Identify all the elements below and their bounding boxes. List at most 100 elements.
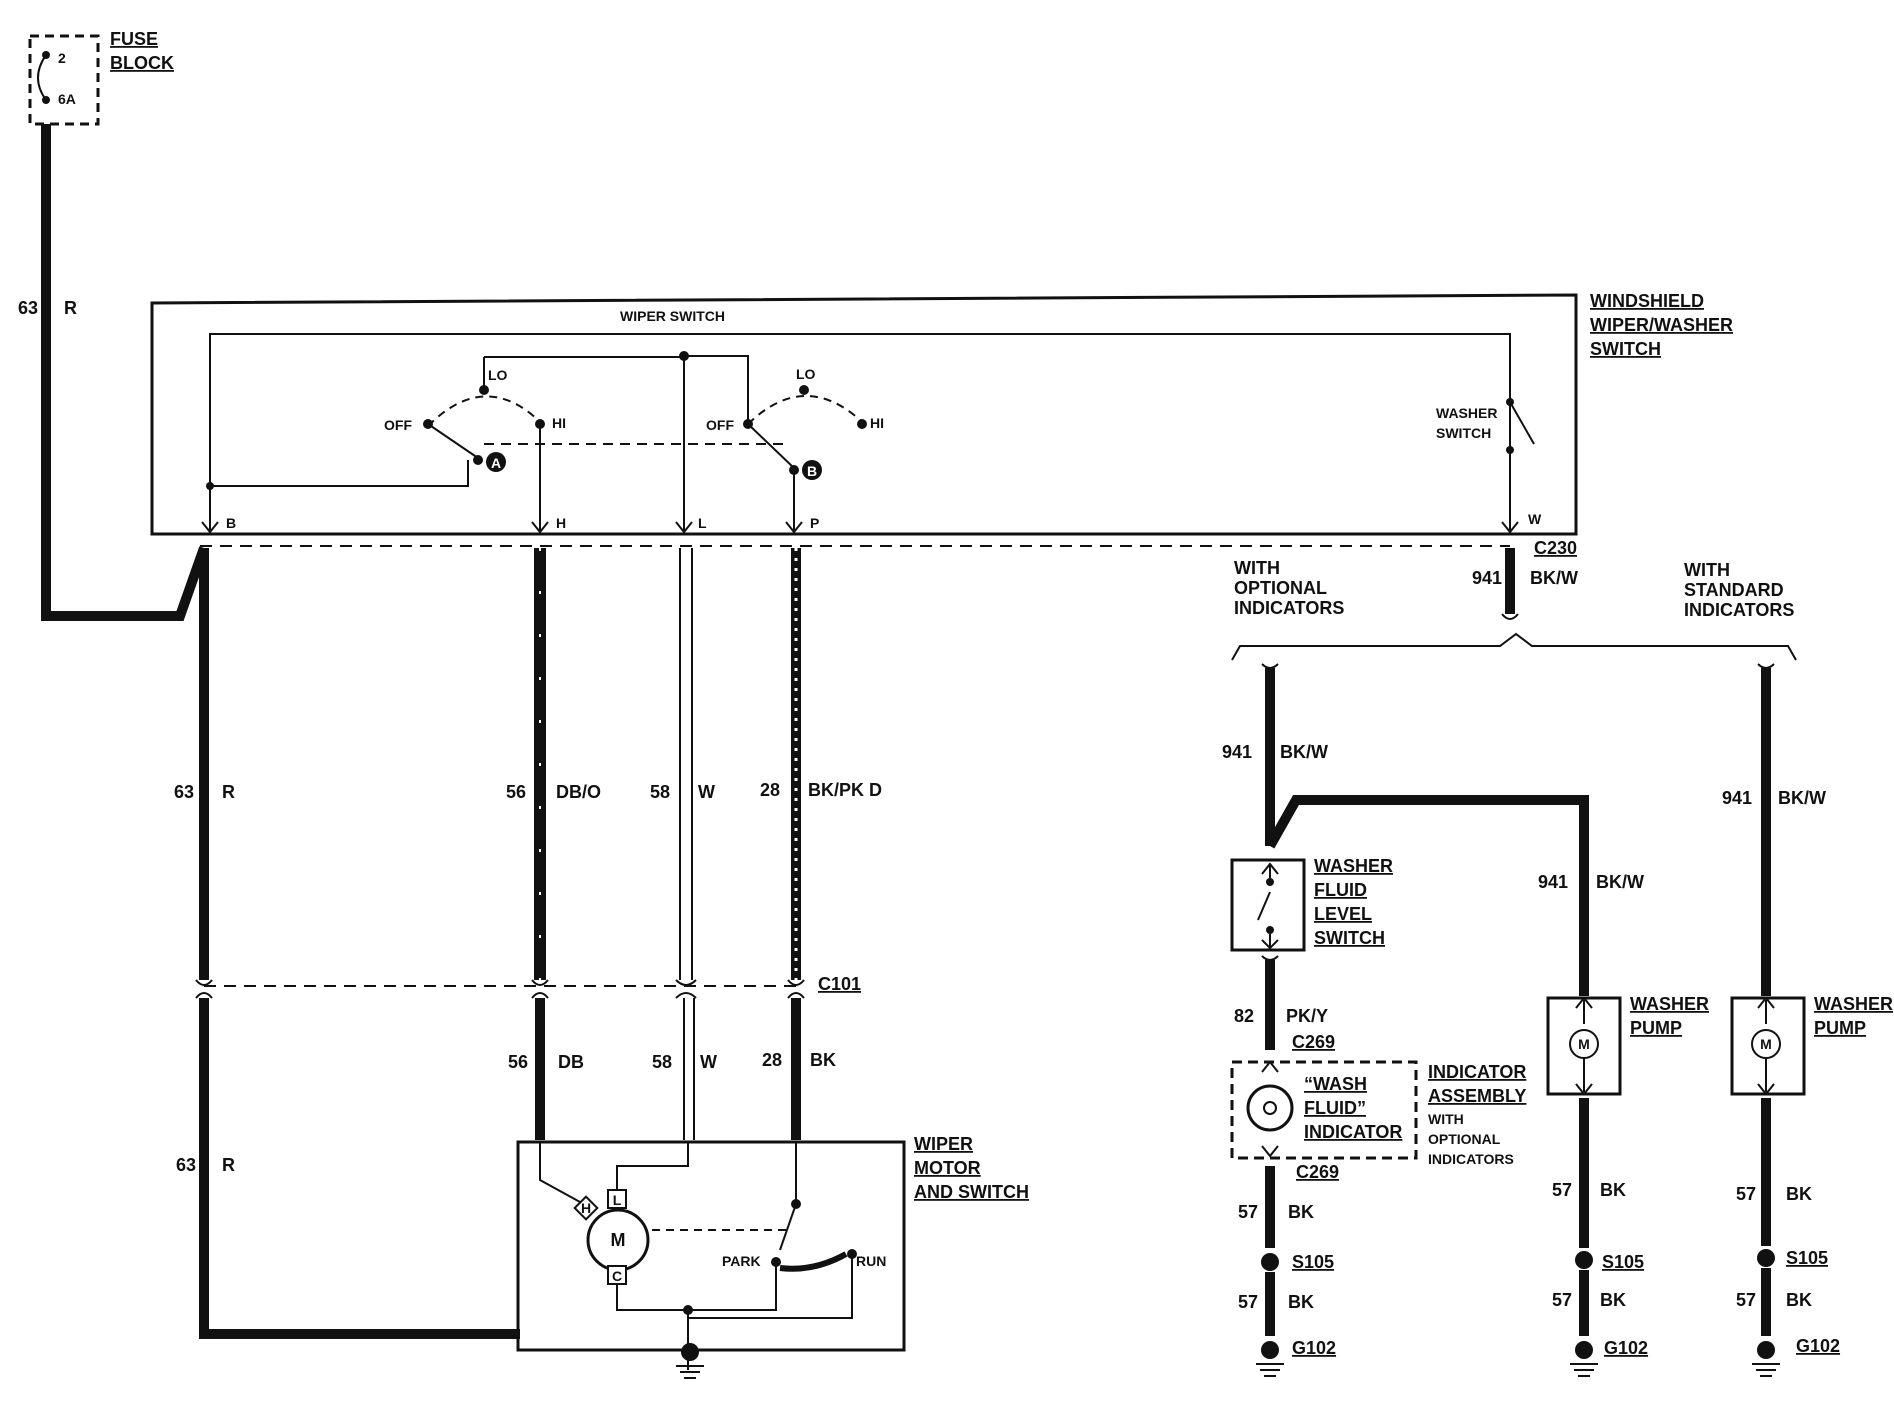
washer-switch-label-1: WASHER [1436, 405, 1497, 421]
wire-58-color-upper: W [698, 782, 715, 802]
wire-58: 58 W 58 W [650, 548, 717, 1140]
wire-57-pump-color-1: BK [1600, 1180, 1626, 1200]
level-switch-title-2: FLUID [1314, 880, 1367, 900]
wire-941-std-num: 941 [1722, 788, 1752, 808]
standard-branch-3: INDICATORS [1684, 600, 1794, 620]
optional-branch: 941 BK/W 941 BK/W WASHER FLUID LEVEL SWI… [1222, 663, 1644, 1377]
pin-b: B [226, 515, 236, 531]
pump-motor-opt: M [1578, 1036, 1590, 1052]
wire-57-std-num-2: 57 [1736, 1290, 1756, 1310]
fuse-rating: 6A [58, 91, 76, 107]
switch-a-off: OFF [384, 417, 412, 433]
optional-branch-3: INDICATORS [1234, 598, 1344, 618]
motor-symbol: M [611, 1230, 626, 1250]
marker-b: B [807, 463, 817, 479]
pin-l: L [698, 515, 707, 531]
level-switch-title-3: LEVEL [1314, 904, 1372, 924]
splice-s105-std: S105 [1786, 1248, 1828, 1268]
wire-63-num-3: 63 [176, 1155, 196, 1175]
fuse-slot: 2 [58, 50, 66, 66]
wire-57-pump-color-2: BK [1600, 1290, 1626, 1310]
connector-c101: C101 [195, 974, 861, 999]
wire-56-num-upper: 56 [506, 782, 526, 802]
pump-std-title-2: PUMP [1814, 1018, 1866, 1038]
fuse-block-title-1: FUSE [110, 29, 158, 49]
indicator-note-3: INDICATORS [1428, 1151, 1514, 1167]
switch-a-lo: LO [488, 367, 508, 383]
wire-63: 63 R 63 R 63 R [18, 124, 520, 1339]
switch-b-lo: LO [796, 366, 816, 382]
pin-h: H [556, 515, 566, 531]
indicator-note-2: OPTIONAL [1428, 1131, 1501, 1147]
switch-b-hi: HI [870, 415, 884, 431]
wire-57-std-num-1: 57 [1736, 1184, 1756, 1204]
switch-title-2: WIPER/WASHER [1590, 315, 1733, 335]
pump-motor-std: M [1760, 1036, 1772, 1052]
washer-switch-label-2: SWITCH [1436, 425, 1491, 441]
wire-28: 28 BK/PK D 28 BK [760, 548, 882, 1140]
optional-branch-2: OPTIONAL [1234, 578, 1327, 598]
wire-941-pump-color: BK/W [1596, 872, 1644, 892]
ground-g102-opt: G102 [1292, 1338, 1336, 1358]
wire-941-trunk-num: 941 [1472, 568, 1502, 588]
wire-28-color-upper: BK/PK D [808, 780, 882, 800]
wiper-motor-title-1: WIPER [914, 1134, 973, 1154]
motor-terminal-c: C [612, 1268, 622, 1284]
wire-58-color-lower: W [700, 1052, 717, 1072]
wiper-switch-label: WIPER SWITCH [620, 308, 725, 324]
wire-57-pump-num-2: 57 [1552, 1290, 1572, 1310]
level-switch-title-4: SWITCH [1314, 928, 1385, 948]
wire-63-num-1: 63 [18, 298, 38, 318]
wire-28-color-lower: BK [810, 1050, 836, 1070]
level-switch-title-1: WASHER [1314, 856, 1393, 876]
pump-opt-title-2: PUMP [1630, 1018, 1682, 1038]
switch-a-hi: HI [552, 415, 566, 431]
splice-s105-opt: S105 [1292, 1252, 1334, 1272]
switch-b-off: OFF [706, 417, 734, 433]
park-label: PARK [722, 1253, 761, 1269]
wire-63-color-3: R [222, 1155, 235, 1175]
ground-g102-pump: G102 [1604, 1338, 1648, 1358]
marker-a: A [491, 455, 501, 471]
wire-58-num-lower: 58 [652, 1052, 672, 1072]
wiper-motor: WIPER MOTOR AND SWITCH M H L C PARK RUN [516, 1134, 1029, 1379]
wash-fluid-indicator-3: INDICATOR [1304, 1122, 1402, 1142]
wire-82-color: PK/Y [1286, 1006, 1328, 1026]
optional-branch-1: WITH [1234, 558, 1280, 578]
wire-57-opt-num-2: 57 [1238, 1292, 1258, 1312]
indicator-note-1: WITH [1428, 1111, 1464, 1127]
switch-title-3: SWITCH [1590, 339, 1661, 359]
fuse-block: 2 6A FUSE BLOCK [28, 29, 174, 126]
wash-fluid-indicator-2: FLUID” [1304, 1098, 1366, 1118]
wire-28-num-lower: 28 [762, 1050, 782, 1070]
pump-std-title-1: WASHER [1814, 994, 1893, 1014]
fuse-block-title-2: BLOCK [110, 53, 174, 73]
wire-63-num-2: 63 [174, 782, 194, 802]
standard-branch-2: STANDARD [1684, 580, 1784, 600]
indicator-assembly-title-2: ASSEMBLY [1428, 1086, 1526, 1106]
connector-c230-label: C230 [1534, 538, 1577, 558]
standard-branch-1: WITH [1684, 560, 1730, 580]
wiper-washer-switch: WIPER SWITCH WINDSHIELD WIPER/WASHER SWI… [150, 291, 1733, 536]
wire-56-color-lower: DB [558, 1052, 584, 1072]
wire-941-pump-num: 941 [1538, 872, 1568, 892]
standard-branch: 941 BK/W M WASHER PUMP 57 BK S105 57 BK … [1722, 663, 1893, 1377]
ground-g102-std: G102 [1796, 1336, 1840, 1356]
wire-941-opt-color: BK/W [1280, 742, 1328, 762]
wire-57-opt-color-2: BK [1288, 1292, 1314, 1312]
wire-56-color-upper: DB/O [556, 782, 601, 802]
connector-c269-top: C269 [1292, 1032, 1335, 1052]
wire-57-pump-num-1: 57 [1552, 1180, 1572, 1200]
wire-57-opt-color-1: BK [1288, 1202, 1314, 1222]
pin-p: P [810, 515, 819, 531]
wire-28-num-upper: 28 [760, 780, 780, 800]
wire-941-trunk: C230 941 BK/W [1231, 538, 1797, 661]
run-label: RUN [856, 1253, 886, 1269]
splice-s105-pump: S105 [1602, 1252, 1644, 1272]
pin-w: W [1528, 511, 1542, 527]
switch-title-1: WINDSHIELD [1590, 291, 1704, 311]
motor-terminal-l: L [613, 1192, 622, 1208]
wire-941-opt-num: 941 [1222, 742, 1252, 762]
wire-63-color-1: R [64, 298, 77, 318]
